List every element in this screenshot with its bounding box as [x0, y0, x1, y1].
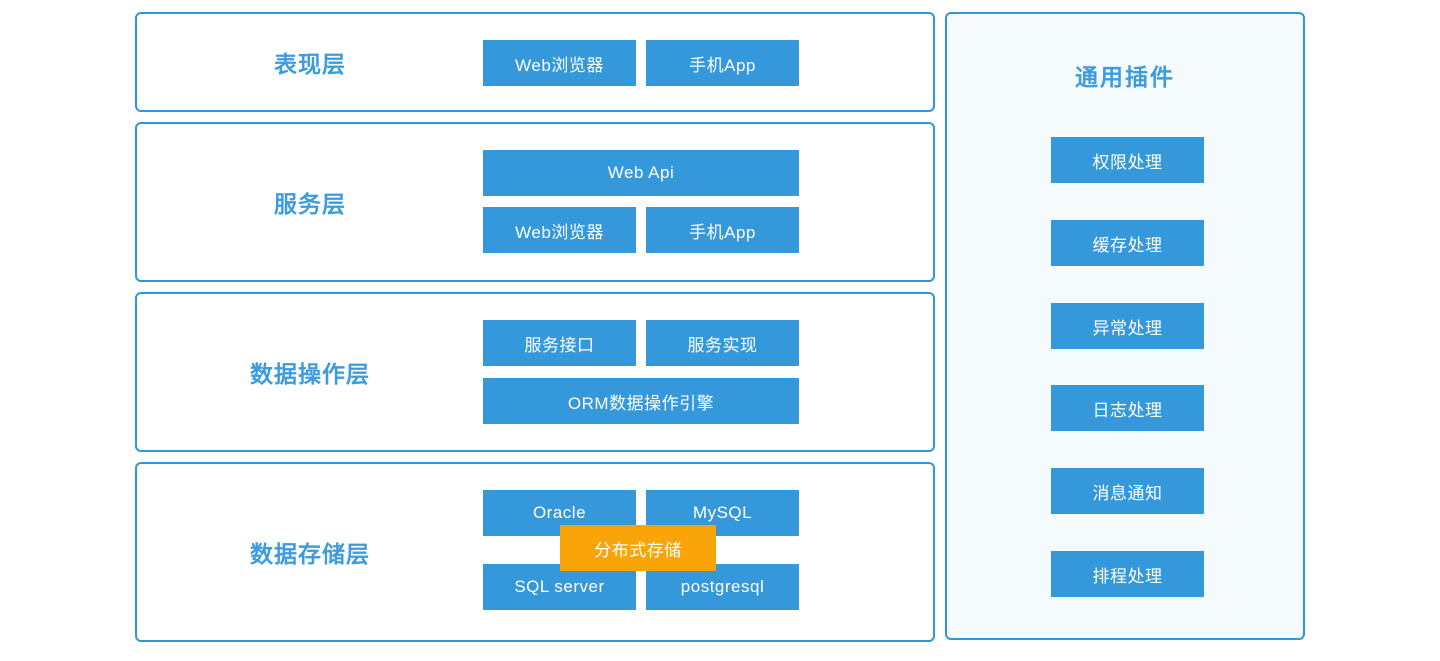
layer-panel-data-storage: 数据存储层 Oracle MySQL SQL server postgresql… [135, 462, 935, 642]
node-mobile-app: 手机App [646, 40, 799, 86]
layer-panel-data-operation: 数据操作层 服务接口 服务实现 ORM数据操作引擎 [135, 292, 935, 452]
plugin-schedule-handling: 排程处理 [1051, 551, 1204, 597]
node-oracle: Oracle [483, 490, 636, 536]
node-postgresql: postgresql [646, 564, 799, 610]
node-web-browser: Web浏览器 [483, 40, 636, 86]
node-service-implementation: 服务实现 [646, 320, 799, 366]
plugins-panel-title: 通用插件 [1075, 64, 1175, 90]
plugins-panel: 通用插件 权限处理 缓存处理 异常处理 日志处理 消息通知 排程处理 [945, 12, 1305, 640]
node-distributed-storage: 分布式存储 [560, 525, 716, 571]
plugin-exception-handling: 异常处理 [1051, 303, 1204, 349]
node-sql-server: SQL server [483, 564, 636, 610]
node-web-api: Web Api [483, 150, 799, 196]
node-web-browser: Web浏览器 [483, 207, 636, 253]
layer-title-data-operation: 数据操作层 [250, 361, 370, 387]
layer-title-service: 服务层 [274, 191, 346, 217]
plugin-cache-handling: 缓存处理 [1051, 220, 1204, 266]
node-mobile-app: 手机App [646, 207, 799, 253]
plugin-permission-handling: 权限处理 [1051, 137, 1204, 183]
node-orm-engine: ORM数据操作引擎 [483, 378, 799, 424]
layer-title-data-storage: 数据存储层 [250, 541, 370, 567]
plugin-log-handling: 日志处理 [1051, 385, 1204, 431]
plugin-message-notification: 消息通知 [1051, 468, 1204, 514]
node-service-interface: 服务接口 [483, 320, 636, 366]
layer-title-presentation: 表现层 [274, 51, 346, 77]
layer-panel-service: 服务层 Web Api Web浏览器 手机App [135, 122, 935, 282]
layer-panel-presentation: 表现层 Web浏览器 手机App [135, 12, 935, 112]
